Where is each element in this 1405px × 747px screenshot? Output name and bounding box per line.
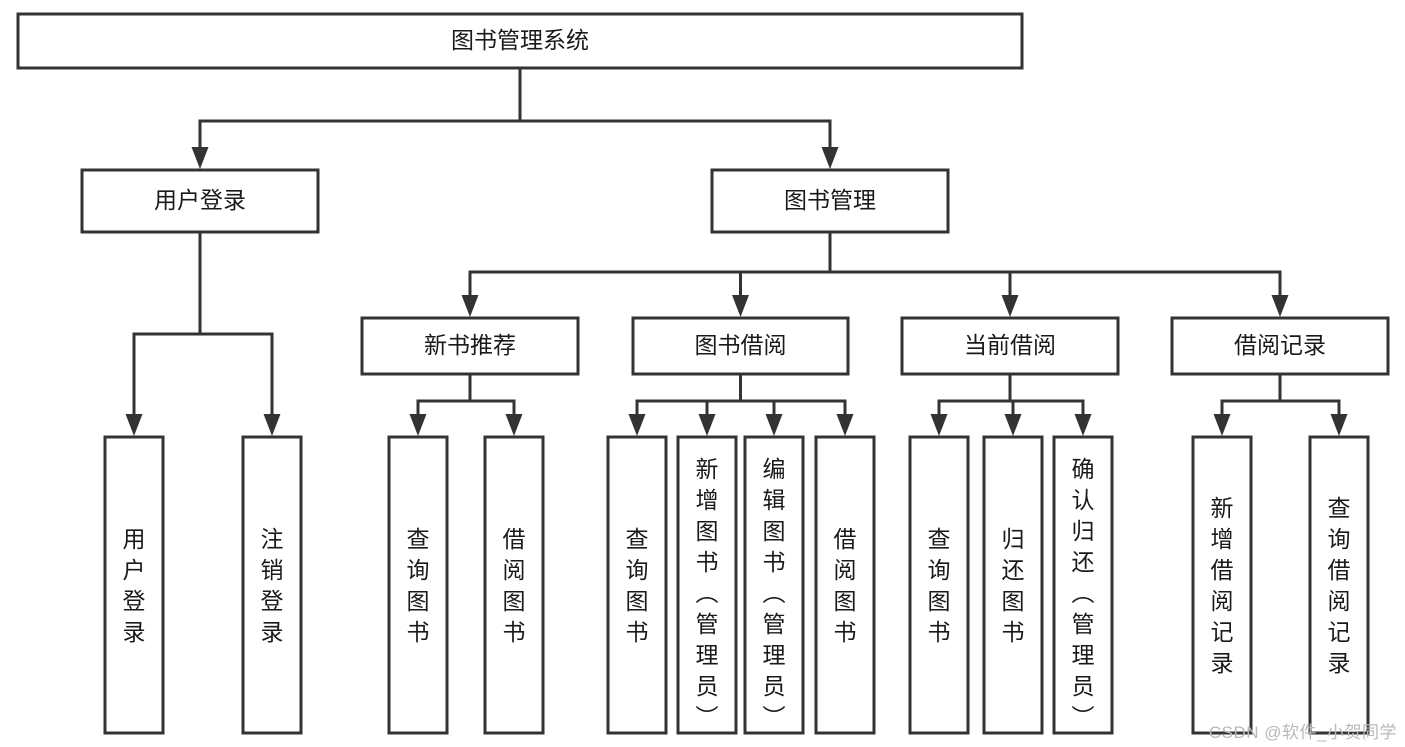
node-n-current-borrow[interactable]: 当前借阅 [900,316,1120,376]
node-box [1308,435,1370,735]
node-box [1170,316,1390,376]
edges-layer [125,66,1348,436]
node-label: 图书管理 [784,187,876,213]
node-leaf-query-record[interactable]: 查询借阅记录 [1308,435,1370,735]
node-box [900,316,1120,376]
node-box [1191,435,1253,735]
node-leaf-borrow-book-2[interactable]: 借阅图书 [814,435,876,735]
node-box [982,435,1044,735]
node-label: 确认归还︵管理员︶ [1072,456,1095,730]
node-box [16,12,1024,70]
node-leaf-user-login[interactable]: 用户登录 [103,435,165,735]
node-leaf-borrow-book-1[interactable]: 借阅图书 [483,435,545,735]
node-label: 查询借阅记录 [1328,495,1351,676]
node-box [103,435,165,735]
node-label: 新增借阅记录 [1211,495,1234,676]
node-box [814,435,876,735]
node-n-book-borrow[interactable]: 图书借阅 [631,316,850,376]
nodes-layer: 图书管理系统用户登录图书管理新书推荐图书借阅当前借阅借阅记录用户登录注销登录查询… [16,12,1390,735]
node-leaf-query-book-1[interactable]: 查询图书 [387,435,449,735]
node-label: 查询图书 [407,526,430,645]
node-n-book-manage[interactable]: 图书管理 [710,168,950,234]
node-label: 借阅记录 [1234,332,1326,358]
node-label: 图书管理系统 [451,27,589,53]
node-label: 借阅图书 [834,526,857,645]
node-label: 新书推荐 [424,332,516,358]
node-box [483,435,545,735]
node-leaf-confirm-return[interactable]: 确认归还︵管理员︶ [1052,435,1114,735]
node-label: 用户登录 [123,526,146,645]
node-leaf-logout[interactable]: 注销登录 [241,435,303,735]
node-box [1052,435,1114,735]
node-box [80,168,320,234]
node-box [710,168,950,234]
node-n-borrow-record[interactable]: 借阅记录 [1170,316,1390,376]
node-box [606,435,668,735]
node-box [241,435,303,735]
node-leaf-add-record[interactable]: 新增借阅记录 [1191,435,1253,735]
node-label: 新增图书︵管理员︶ [696,456,719,730]
node-leaf-add-book[interactable]: 新增图书︵管理员︶ [676,435,738,735]
node-box [743,435,805,735]
node-label: 借阅图书 [503,526,526,645]
node-box [676,435,738,735]
node-leaf-return-book[interactable]: 归还图书 [982,435,1044,735]
node-box [360,316,580,376]
node-box [908,435,970,735]
node-n-user-login[interactable]: 用户登录 [80,168,320,234]
node-label: 归还图书 [1002,526,1025,645]
node-leaf-query-book-3[interactable]: 查询图书 [908,435,970,735]
node-label: 查询图书 [626,526,649,645]
node-label: 注销登录 [261,526,284,645]
node-root[interactable]: 图书管理系统 [16,12,1024,70]
node-label: 当前借阅 [964,332,1056,358]
node-label: 图书借阅 [695,332,787,358]
node-n-new-book-rec[interactable]: 新书推荐 [360,316,580,376]
node-box [387,435,449,735]
node-label: 查询图书 [928,526,951,645]
node-box [631,316,850,376]
node-label: 用户登录 [154,187,246,213]
node-leaf-query-book-2[interactable]: 查询图书 [606,435,668,735]
csdn-watermark: CSDN @软件_小贺同学 [1208,723,1397,742]
node-leaf-edit-book[interactable]: 编辑图书︵管理员︶ [743,435,805,735]
node-label: 编辑图书︵管理员︶ [763,456,786,730]
